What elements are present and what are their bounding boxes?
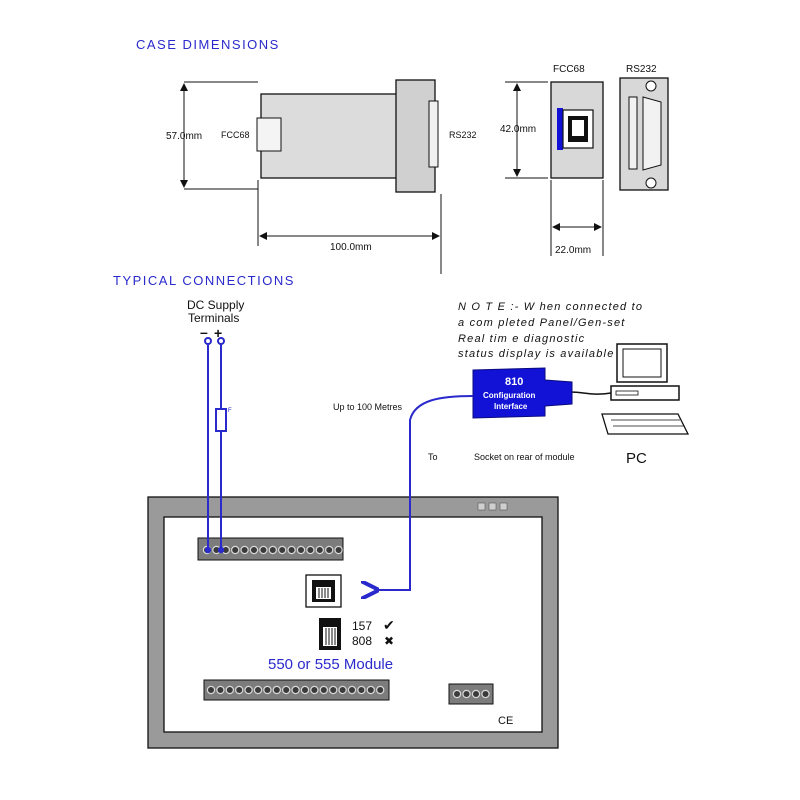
end-view-rs232: RS232 — [619, 64, 669, 191]
terminal-screw — [240, 545, 249, 555]
end-width-label: 22.0mm — [555, 245, 591, 256]
module-rj-socket — [305, 574, 342, 608]
terminal-screw — [249, 545, 259, 555]
bottom-terminal-strip — [203, 679, 390, 701]
aux-terminal-block — [448, 683, 494, 705]
terminal-screw — [234, 685, 244, 695]
terminal-screw — [287, 545, 296, 555]
terminal-screw — [357, 685, 366, 695]
note-block: N O T E :- W hen connected to a com plet… — [458, 301, 643, 360]
terminal-screw — [206, 685, 216, 695]
terminal-screw — [253, 685, 263, 695]
terminal-screw — [325, 545, 334, 555]
to-label: To — [428, 452, 438, 462]
terminal-screw — [319, 685, 328, 695]
terminal-screw — [376, 685, 385, 695]
end-height-dimension: 42.0mm — [500, 81, 548, 179]
interface-model: 810 — [505, 376, 523, 388]
terminal-screw — [334, 545, 343, 555]
width-label: 100.0mm — [330, 242, 372, 253]
end-view-fcc68: FCC68 — [550, 64, 604, 179]
terminal-screw — [225, 685, 234, 695]
pc-label: PC — [626, 450, 647, 467]
dc-supply-label: DC Supply — [187, 298, 244, 312]
height-label: 57.0mm — [166, 131, 202, 142]
comms-cable — [377, 395, 474, 590]
terminal-screw — [272, 685, 281, 695]
fcc68-connector-side — [256, 117, 282, 152]
fcc68-blue-strip — [557, 108, 563, 150]
pc-computer: PC — [601, 343, 690, 467]
module-label: 550 or 555 Module — [268, 656, 393, 673]
compat-jack-icon — [319, 618, 341, 650]
terminals-label: Terminals — [188, 311, 239, 325]
terminal-screw — [310, 685, 319, 695]
end-fcc68-label: FCC68 — [553, 64, 585, 75]
terminal-screw — [263, 685, 272, 695]
minus-sign: – — [200, 324, 208, 340]
interface-line-2: Configuration — [483, 391, 536, 400]
plus-sign: + — [214, 325, 222, 341]
terminal-screw — [315, 545, 324, 555]
height-dimension: 57.0mm — [166, 81, 258, 190]
terminal-screw — [329, 685, 338, 695]
terminal-screw — [366, 685, 375, 695]
db-connector — [642, 96, 662, 171]
compat-no-model: 808 — [352, 634, 372, 648]
terminal-screw — [462, 689, 471, 699]
terminal-screw — [259, 545, 268, 555]
terminal-screw — [347, 685, 357, 695]
ce-mark: CE — [498, 715, 513, 727]
end-height-label: 42.0mm — [500, 124, 536, 135]
cross-icon: ✖ — [384, 634, 394, 648]
fuse-label: F — [228, 408, 232, 414]
terminal-screw — [282, 685, 291, 695]
terminal-screw — [216, 685, 225, 695]
fuse — [215, 408, 227, 432]
terminal-screw — [452, 689, 462, 699]
interface-line-3: Interface — [494, 402, 528, 411]
case-body — [260, 93, 401, 179]
end-rs232-label: RS232 — [626, 64, 657, 75]
keyboard — [601, 413, 690, 435]
fcc68-label: FCC68 — [221, 130, 250, 140]
dc-supply-wires: F — [204, 337, 232, 554]
terminal-screw — [291, 685, 300, 695]
side-view: FCC68 RS232 — [221, 79, 477, 193]
terminal-screw — [296, 545, 306, 555]
distance-label: Up to 100 Metres — [333, 402, 403, 412]
typical-connections-title: TYPICAL CONNECTIONS — [113, 273, 295, 288]
rs232-label: RS232 — [449, 130, 477, 140]
pc-cable — [569, 391, 612, 395]
terminal-screw — [338, 685, 347, 695]
note-line-2: a com pleted Panel/Gen-set — [458, 317, 626, 329]
compat-yes-model: 157 — [352, 619, 372, 633]
note-line-3: Real tim e diagnostic — [458, 333, 585, 345]
terminal-screw — [230, 545, 240, 555]
case-dimensions-title: CASE DIMENSIONS — [136, 37, 280, 52]
terminal-screw — [278, 545, 287, 555]
socket-label: Socket on rear of module — [474, 452, 575, 462]
width-dimension: 100.0mm — [257, 180, 442, 274]
terminal-screw — [300, 685, 310, 695]
check-icon: ✔ — [383, 617, 395, 633]
terminal-screw — [244, 685, 253, 695]
rs232-connector-side — [428, 100, 439, 168]
terminal-screw — [268, 545, 277, 555]
terminal-screw — [471, 689, 481, 699]
note-line-4: status display is available — [458, 348, 615, 360]
note-line-1: N O T E :- W hen connected to — [458, 301, 643, 313]
configuration-interface: 810 Configuration Interface — [472, 367, 573, 419]
terminal-screw — [481, 689, 490, 699]
end-width-dimension: 22.0mm — [550, 180, 604, 256]
terminal-screw — [306, 545, 315, 555]
